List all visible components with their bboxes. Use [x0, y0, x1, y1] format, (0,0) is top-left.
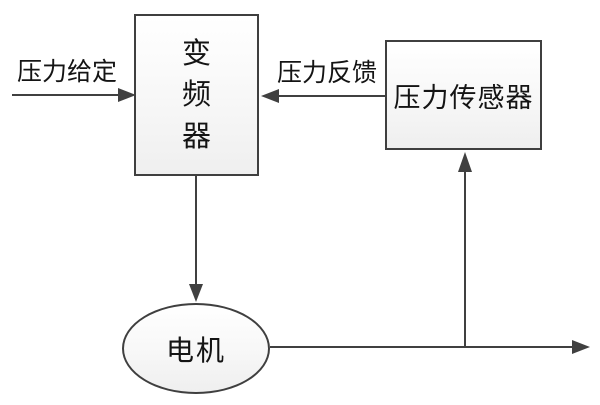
node-inverter-label: 变频器 [181, 36, 211, 153]
node-motor-label: 电机 [165, 333, 226, 367]
arrowhead-down-icon [189, 284, 203, 302]
arrowhead-left-icon [261, 89, 279, 103]
node-inverter: 变频器 [134, 14, 259, 176]
edge-label-pressure-feedback: 压力反馈 [277, 58, 378, 87]
node-pressure-sensor-label: 压力传感器 [393, 82, 534, 114]
arrowhead-right-icon [572, 340, 590, 354]
node-pressure-sensor: 压力传感器 [385, 40, 542, 150]
node-motor: 电机 [122, 303, 270, 394]
edge-label-pressure-setpoint: 压力给定 [17, 57, 118, 86]
arrowhead-up-icon [458, 152, 472, 172]
